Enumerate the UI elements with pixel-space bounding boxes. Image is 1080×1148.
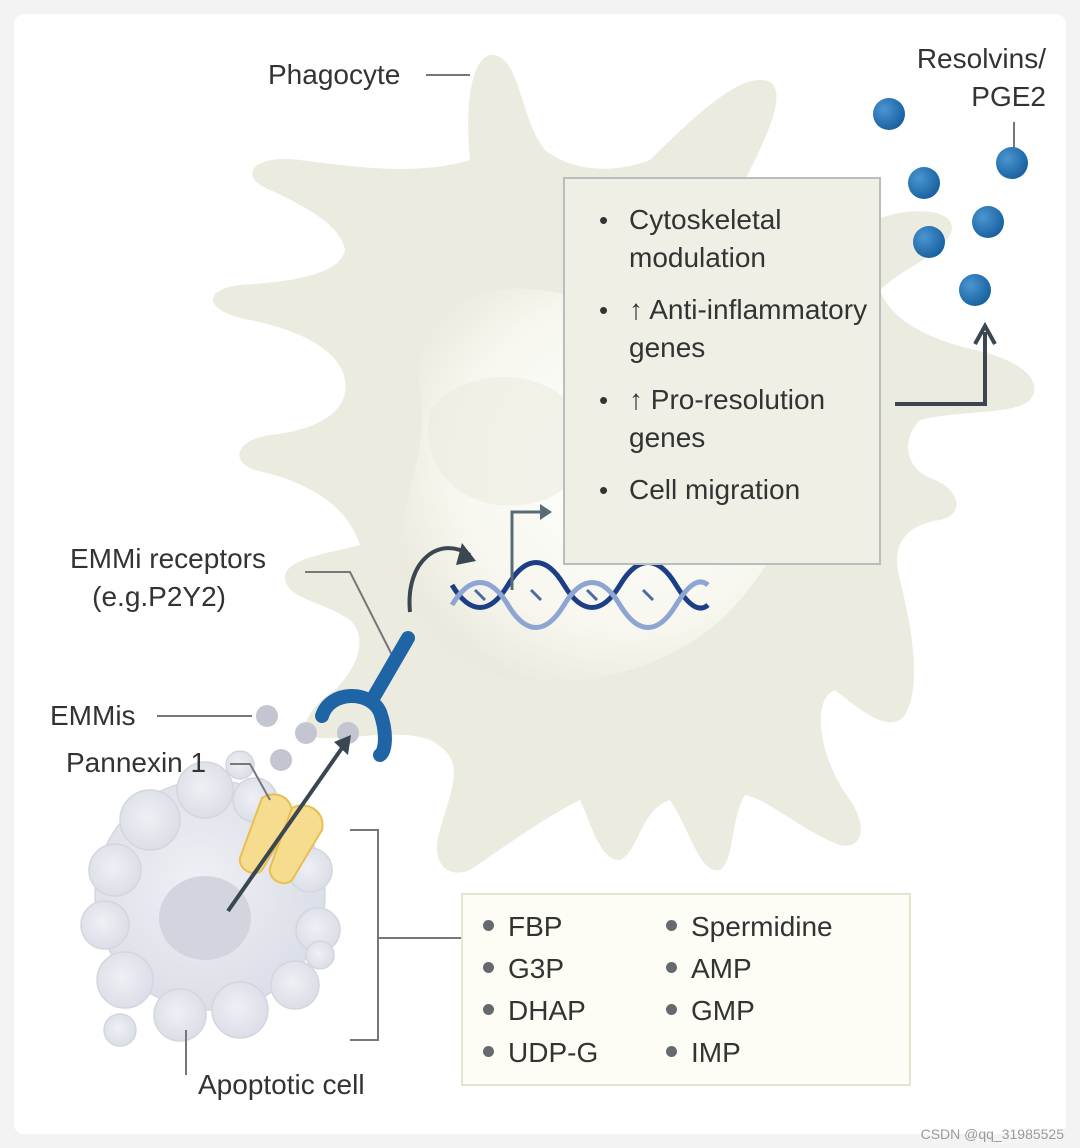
apoptotic-cell-label: Apoptotic cell: [198, 1069, 365, 1100]
effect-item: •↑ Anti-inflammatory genes: [599, 294, 868, 363]
secretion-arrow: [895, 332, 987, 406]
emmi-list-item: AMP: [666, 951, 752, 987]
emmi-list-item: GMP: [666, 993, 755, 1029]
dna-helix: [449, 560, 710, 630]
transcription-arrowhead: [540, 504, 552, 520]
emmi-list-item: IMP: [666, 1035, 741, 1071]
effects-list: •Cytoskeletal modulation •↑ Anti-inflamm…: [565, 179, 879, 509]
nucleus-inner-shadow: [428, 377, 586, 506]
transcription-arrow: [510, 510, 545, 590]
bullet-dot: [483, 1046, 494, 1058]
emmi-bracket: [350, 829, 461, 1041]
release-arrow: [226, 746, 344, 913]
bullet-dot: [483, 1004, 494, 1016]
signaling-arrowhead: [456, 543, 476, 565]
emmi-receptor: [315, 631, 415, 762]
apoptotic-nucleus: [159, 876, 251, 960]
resolvin-molecule: [996, 147, 1028, 179]
emmi-molecule: [256, 705, 278, 727]
bullet-dot: [666, 920, 677, 932]
emmis-label: EMMis: [50, 700, 136, 731]
pannexin-label: Pannexin 1: [66, 747, 207, 778]
bullet-dot: [666, 1046, 677, 1058]
effect-item: •Cell migration: [599, 474, 801, 505]
phagocyte-label: Phagocyte: [268, 59, 401, 90]
emmi-list-item: FBP: [483, 909, 562, 945]
receptors-label-line2: (e.g.P2Y2): [92, 581, 226, 612]
resolvin-molecule: [908, 167, 940, 199]
emmi-list-item: G3P: [483, 951, 564, 987]
emmi-molecule: [270, 749, 292, 771]
resolvin-molecule: [913, 226, 945, 258]
bullet-dot: [483, 962, 494, 974]
emmi-molecule: [295, 722, 317, 744]
pannexin-channel: [238, 793, 324, 885]
resolvin-molecule: [959, 274, 991, 306]
emmi-list-item: Spermidine: [666, 909, 833, 945]
phagocyte-effects-box: •Cytoskeletal modulation •↑ Anti-inflamm…: [563, 177, 881, 565]
pannexin-leader: [230, 763, 271, 801]
bullet-dot: [666, 962, 677, 974]
receptor-leader: [305, 571, 393, 656]
bullet-dot: [666, 1004, 677, 1016]
emmi-list-box: FBP G3P DHAP UDP-G Spermidine AMP GMP IM…: [461, 893, 911, 1086]
resolvins-label-line1: Resolvins/: [916, 43, 1046, 74]
resolvin-molecule: [873, 98, 905, 130]
signaling-arrow: [407, 546, 472, 613]
watermark: CSDN @qq_31985525: [920, 1126, 1064, 1142]
effect-item: •↑ Pro-resolution genes: [599, 384, 826, 453]
receptors-label-line1: EMMi receptors: [69, 543, 266, 574]
emmi-list-item: UDP-G: [483, 1035, 598, 1071]
emmi-list-item: DHAP: [483, 993, 586, 1029]
release-arrowhead: [334, 735, 351, 755]
resolvins-label-line2: PGE2: [971, 81, 1046, 112]
resolvin-molecule: [972, 206, 1004, 238]
bullet-dot: [483, 920, 494, 932]
secretion-arrowhead: [973, 321, 997, 345]
effect-item: •Cytoskeletal modulation: [599, 204, 782, 273]
